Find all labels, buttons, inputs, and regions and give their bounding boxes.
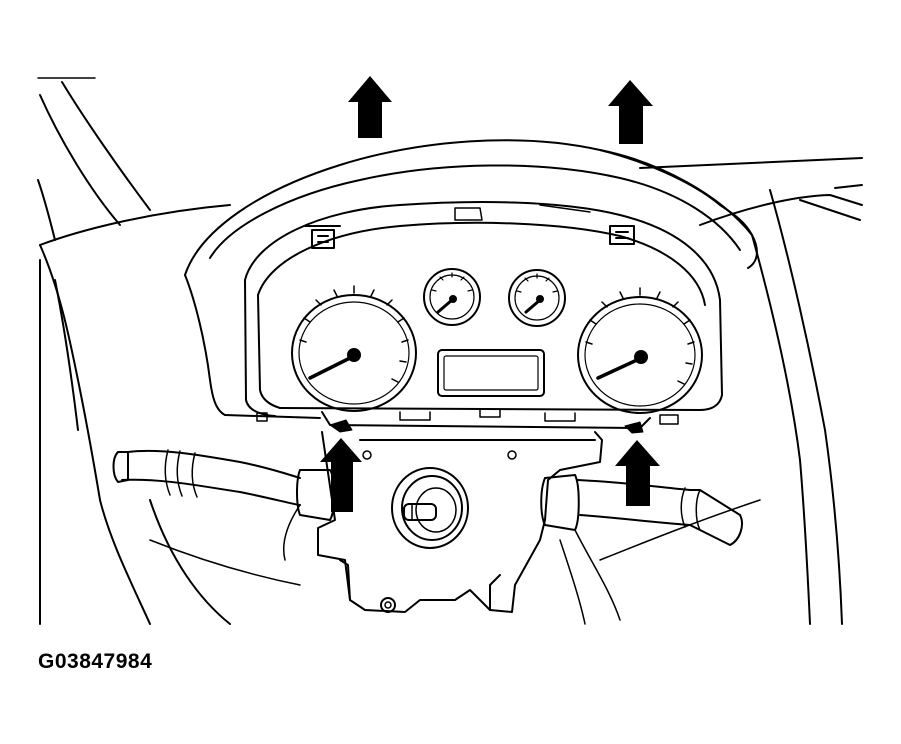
left-stalk (112, 449, 336, 561)
left-a-pillar (37, 77, 151, 241)
up-arrow-icon (320, 438, 362, 512)
small-gauge-right (508, 269, 566, 327)
cluster-clip-right (609, 225, 635, 245)
right-stalk (540, 474, 743, 625)
ignition-cylinder (391, 467, 469, 549)
cluster-hood (184, 139, 758, 419)
steering-column-housing (317, 431, 603, 613)
dashboard-top (39, 149, 863, 246)
small-gauge-left (423, 268, 481, 326)
figure-id-label: G03847984 (38, 650, 153, 673)
cluster-frame (244, 201, 723, 417)
up-arrow-icon (615, 440, 660, 506)
up-arrow-icon (608, 80, 653, 144)
cluster-clip-left (304, 225, 341, 249)
tachometer-gauge (577, 287, 703, 414)
cluster-lower-lip (256, 409, 679, 434)
left-dash-panel (39, 244, 231, 625)
right-side-trim (751, 189, 861, 625)
center-display (437, 349, 545, 397)
up-arrow-icon (348, 76, 392, 138)
speedometer-gauge (291, 285, 417, 412)
